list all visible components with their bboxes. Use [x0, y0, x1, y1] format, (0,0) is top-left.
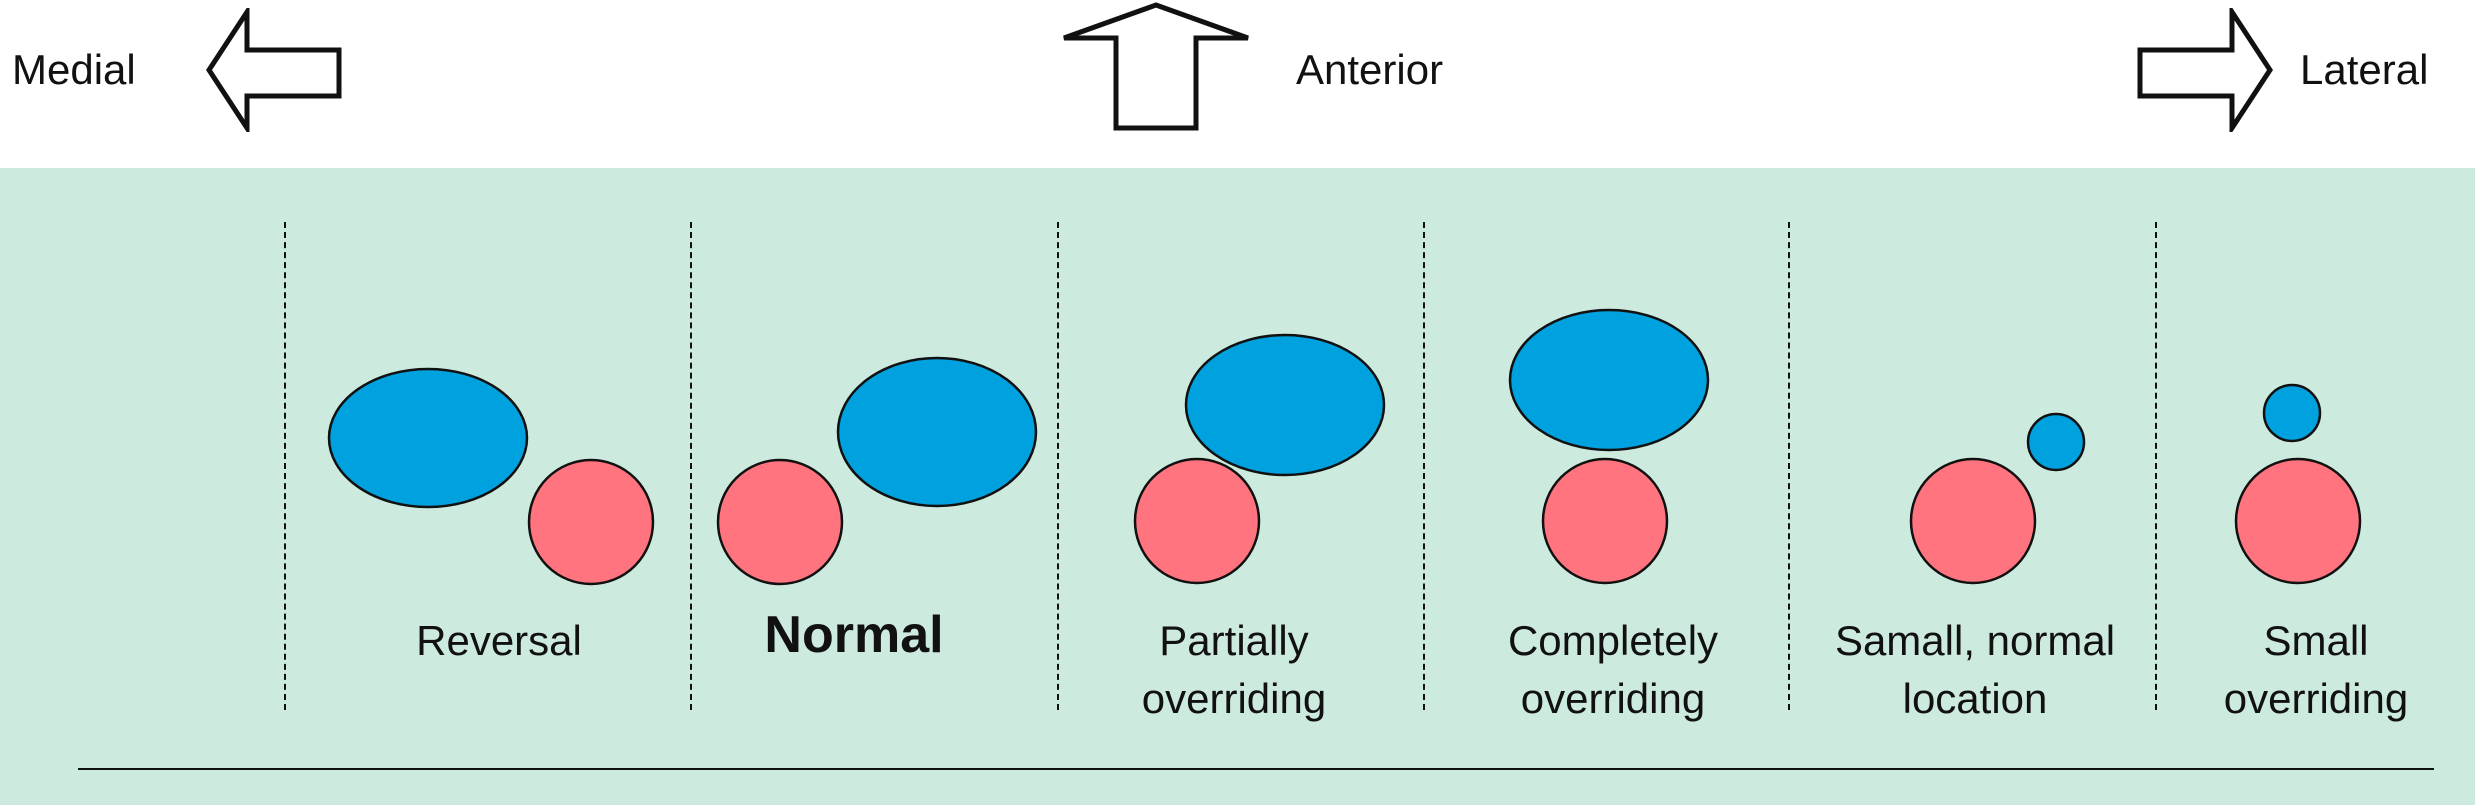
blue-vessel [327, 367, 529, 509]
red-vessel [1541, 457, 1669, 585]
red-vessel [1909, 457, 2037, 585]
blue-vessel [836, 356, 1038, 508]
lateral-label: Lateral [2300, 46, 2429, 93]
case-divider [1788, 222, 1790, 710]
medial-arrow-icon [206, 8, 342, 132]
baseline [78, 768, 2434, 770]
orientation-bar [0, 0, 2475, 168]
case-label-completely-overriding: Completely overriding [1507, 617, 1719, 722]
blue-vessel [1184, 333, 1386, 477]
blue-vessel [2262, 383, 2322, 443]
case-label-partially-overriding: Partially overriding [1141, 617, 1327, 722]
anterior-arrow-icon [1063, 2, 1249, 131]
case-label-small-normal-location: Samall, normal location [1834, 617, 2116, 722]
lateral-arrow-icon [2137, 8, 2273, 132]
red-vessel [1133, 457, 1261, 585]
blue-vessel [1508, 308, 1710, 452]
red-vessel [2234, 457, 2362, 585]
medial-label: Medial [12, 46, 136, 93]
case-divider [284, 222, 286, 710]
case-divider [690, 222, 692, 710]
case-label-small-overriding: Small overriding [2223, 617, 2409, 722]
anterior-label: Anterior [1296, 46, 1444, 93]
case-divider [1057, 222, 1059, 710]
case-label-normal: Normal [764, 606, 944, 664]
blue-vessel [2026, 412, 2086, 472]
case-divider [1423, 222, 1425, 710]
red-vessel [527, 458, 655, 586]
case-divider [2155, 222, 2157, 710]
case-label-reversal: Reversal [416, 617, 582, 664]
red-vessel [716, 458, 844, 586]
